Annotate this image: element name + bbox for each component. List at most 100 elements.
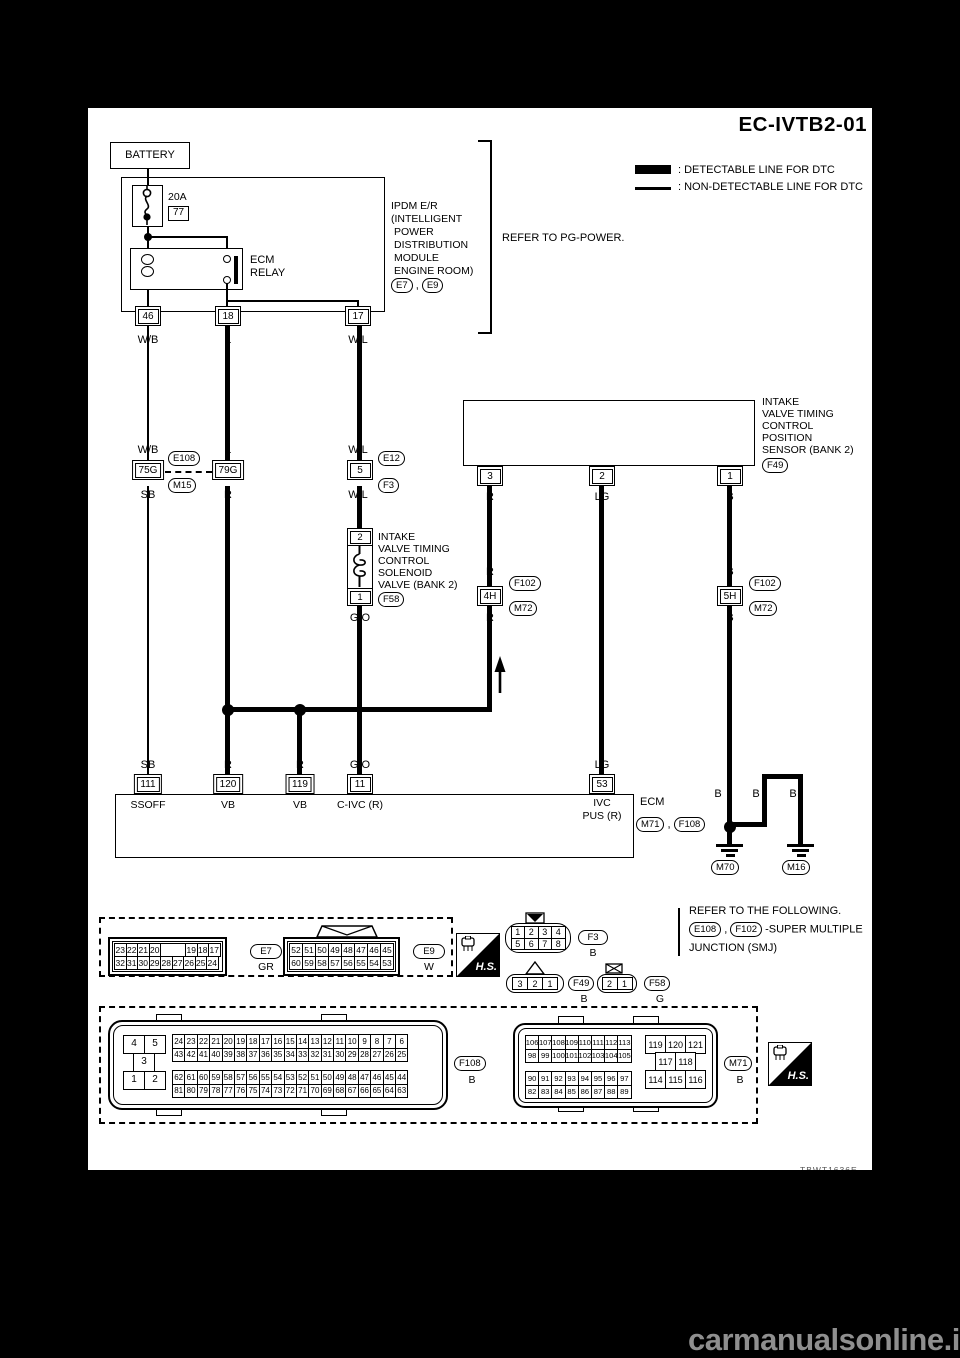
pin-30: 30 [333,1047,347,1062]
refer-smj-text: -SUPER MULTIPLE [765,923,863,936]
key-pin-1: 1 [123,1071,145,1090]
connector-ref-e108: E108 [689,922,722,937]
pin-74: 74 [258,1083,273,1098]
battery-label: BATTERY [125,149,175,161]
connector-key-icon [605,963,623,974]
watermark: carmanualsonline.info [688,1322,960,1357]
wire-branch-119 [297,710,302,776]
hs-badge: H.S. [456,933,500,977]
pin-62: 62 [172,1070,186,1085]
key-pin-4: 4 [123,1035,145,1054]
wire-wl [357,326,362,462]
pin-46: 46 [370,1070,384,1085]
pin-16: 16 [271,1034,285,1049]
pin-55: 55 [354,956,368,970]
connector-ref-f49: F49 [762,458,789,473]
connector-view-box-2 [99,1006,758,1124]
pin-60: 60 [289,956,303,970]
pin-37: 37 [246,1047,260,1062]
wire-color-label: R [486,491,494,503]
separator-line [678,908,680,956]
terminal-46: 46 [135,306,161,326]
pin-59: 59 [209,1070,223,1085]
pin-51: 51 [308,1070,322,1085]
pin-98: 98 [525,1048,540,1063]
pin-105: 105 [617,1048,632,1063]
connector-ref-f102: F102 [509,576,541,591]
pin-54: 54 [271,1070,285,1085]
hs-label: H.S. [787,1070,809,1082]
wire-wb [147,326,149,462]
pin-27: 27 [370,1047,384,1062]
pin-63: 63 [395,1083,409,1098]
wire-color-label: B [752,788,760,800]
sensor-name-line: POSITION [762,432,813,444]
fuse-box [132,185,163,227]
flow-arrow-up-icon [494,656,506,693]
junction-dot [144,233,152,241]
pin-79: 79 [196,1083,211,1098]
pin-84: 84 [551,1084,566,1099]
pin-91: 91 [538,1071,553,1086]
junction-dot [222,704,234,716]
pin-115: 115 [665,1070,686,1089]
connector-ref-f3: F3 [578,930,608,945]
wire-color-label: B [714,788,722,800]
pin-116: 116 [685,1070,706,1089]
wire [357,300,359,310]
wire-color-label: SB [140,759,156,771]
wire [226,300,359,302]
pin-17: 17 [258,1034,273,1049]
comma: , [415,279,419,292]
pin-77: 77 [221,1083,235,1098]
wire-go [357,605,362,776]
connector-color: B [468,1074,476,1086]
pin-53: 53 [380,956,394,970]
pin-52: 52 [289,943,303,957]
connector-ref-f58: F58 [378,592,405,607]
wire-color-label: G/O [349,612,371,624]
pin-7: 7 [537,937,552,950]
pin-96: 96 [604,1071,619,1086]
solenoid-coil-box [347,545,373,589]
pin-97: 97 [617,1071,632,1086]
pin-52: 52 [295,1070,310,1085]
connector-ref-f3: F3 [378,478,400,493]
fuse-number: 77 [172,207,185,218]
pin-49: 49 [333,1070,347,1085]
terminal-5h: 5H [717,586,743,606]
sensor-terminal-2: 2 [589,466,615,486]
connector-ref-m71: M71 [636,817,665,832]
connector-view-box-1 [99,917,453,977]
ipdm-name-line: (INTELLIGENT [391,213,463,225]
pin-47: 47 [357,1070,372,1085]
legend-detectable-label: : DETECTABLE LINE FOR DTC [678,164,835,176]
key-pin-2: 2 [144,1071,166,1090]
wire-color-label: B [726,612,734,624]
key-pin-3: 3 [133,1053,155,1072]
pin-31: 31 [320,1047,335,1062]
pin-8: 8 [551,937,566,950]
fuse-number-box: 77 [168,206,189,221]
sensor-box [463,400,755,466]
wire-sensor-r2 [487,606,492,710]
legend-detectable-swatch [635,165,671,174]
pin-112: 112 [604,1035,619,1050]
pin-73: 73 [271,1083,285,1098]
terminal-18: 18 [215,306,241,326]
pin-39: 39 [221,1047,235,1062]
wire-color-label: LG [594,491,610,503]
wire-color-label: W/B [137,444,159,456]
